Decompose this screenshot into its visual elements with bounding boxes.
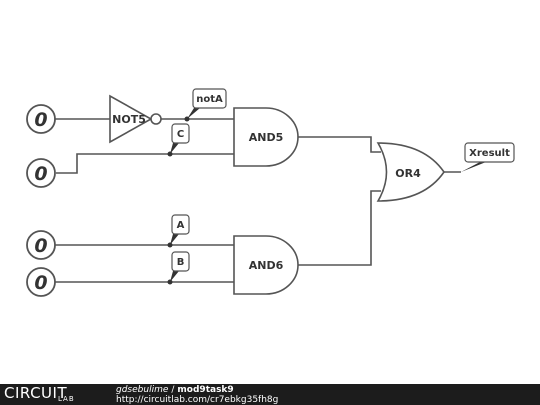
or-gate[interactable]: OR4 xyxy=(376,142,445,202)
source-1[interactable]: 0 xyxy=(26,104,56,134)
footer-bar: CIRCUIT LAB gdsebulime/mod9task9 http://… xyxy=(0,384,540,405)
credit-separator: / xyxy=(171,385,175,395)
project-name[interactable]: mod9task9 xyxy=(177,385,234,395)
net-label-a[interactable]: A xyxy=(170,214,190,245)
circuitlab-logo-sub: LAB xyxy=(58,395,75,403)
and-gate-top-label: AND5 xyxy=(249,131,284,144)
circuitlab-logo[interactable]: CIRCUIT xyxy=(4,384,68,402)
source-2[interactable]: 0 xyxy=(26,158,56,188)
source-4[interactable]: 0 xyxy=(26,267,56,297)
and-gate-bottom-label: AND6 xyxy=(249,259,284,272)
net-label-c[interactable]: C xyxy=(170,123,190,154)
footer-credit: gdsebulime/mod9task9 xyxy=(116,385,234,395)
project-url[interactable]: http://circuitlab.com/cr7ebkg35fh8g xyxy=(116,395,279,405)
net-label-notA-text: notA xyxy=(196,94,223,105)
source-3-value: 0 xyxy=(34,235,47,257)
and-gate-bottom[interactable]: AND6 xyxy=(233,235,299,295)
author-name[interactable]: gdsebulime xyxy=(116,385,169,395)
wire-and5-or4 xyxy=(298,136,381,153)
net-label-notA[interactable]: notA xyxy=(187,88,227,119)
wire-src2-and5 xyxy=(56,153,234,174)
net-label-b[interactable]: B xyxy=(170,251,190,282)
and-gate-top[interactable]: AND5 xyxy=(233,107,299,167)
source-1-value: 0 xyxy=(34,109,47,131)
source-3[interactable]: 0 xyxy=(26,230,56,260)
not-gate-label: NOT5 xyxy=(112,113,146,126)
net-label-xresult-text: Xresult xyxy=(469,148,510,159)
wire-and6-or4 xyxy=(298,190,381,266)
schematic: 0 0 0 0 NOT5 AND5 AND6 OR4 notA xyxy=(26,88,515,297)
source-4-value: 0 xyxy=(34,272,47,294)
net-label-a-text: A xyxy=(177,220,185,231)
not-gate[interactable]: NOT5 xyxy=(109,94,162,144)
source-2-value: 0 xyxy=(34,163,47,185)
net-label-c-text: C xyxy=(177,129,184,140)
net-label-xresult[interactable]: Xresult xyxy=(461,142,515,172)
net-label-b-text: B xyxy=(177,257,185,268)
or-gate-label: OR4 xyxy=(395,167,421,180)
